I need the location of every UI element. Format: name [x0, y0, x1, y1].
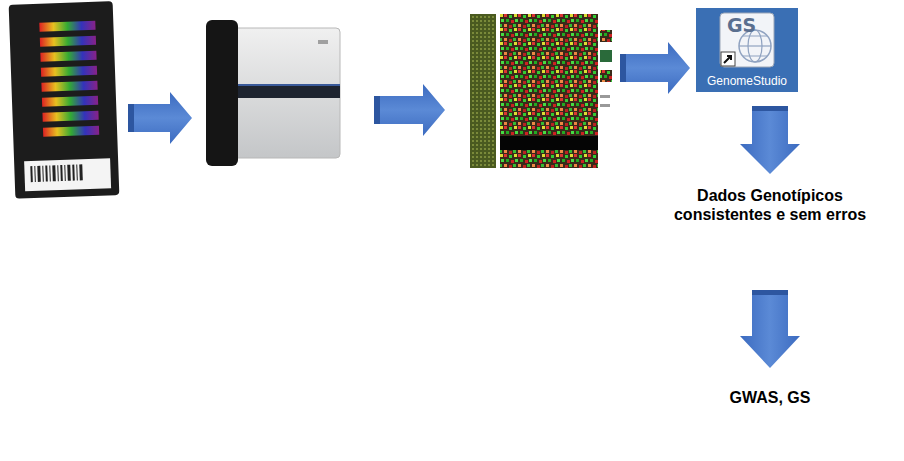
icon-letters: GS	[727, 14, 756, 36]
step-label: GWAS, GS	[663, 388, 877, 407]
app-name: GenomeStudio	[696, 74, 798, 88]
app-shortcut: GS GenomeStudio	[696, 8, 798, 92]
icon-frame: GS	[719, 12, 775, 68]
step-label: Dados Genotípicos consistentes e sem err…	[663, 186, 877, 224]
